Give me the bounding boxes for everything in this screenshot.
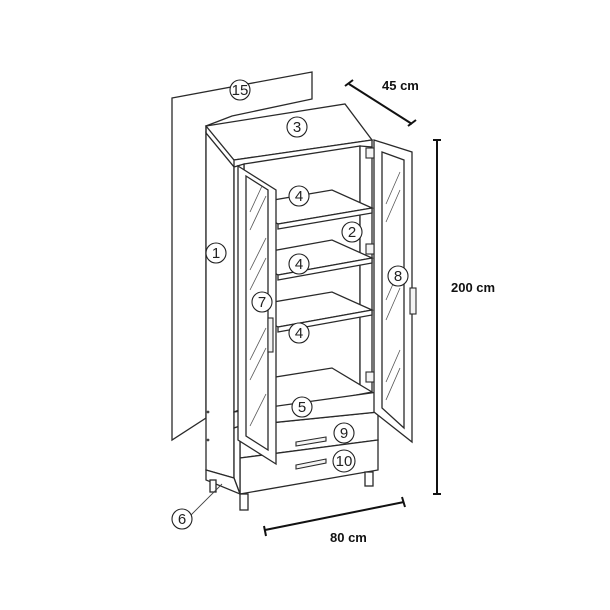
callout-4-top: 4 bbox=[288, 185, 310, 207]
foot-front-left bbox=[239, 493, 249, 511]
left-door-glass bbox=[245, 174, 269, 452]
height-label: 200 cm bbox=[451, 280, 495, 295]
callout-9: 9 bbox=[333, 422, 355, 444]
depth-label: 45 cm bbox=[382, 78, 419, 93]
foot-back-left bbox=[209, 479, 217, 493]
callout-15: 15 bbox=[229, 79, 251, 101]
svg-text:5: 5 bbox=[298, 399, 306, 416]
callout-6: 6 bbox=[171, 508, 193, 530]
svg-text:9: 9 bbox=[340, 425, 348, 442]
callout-3: 3 bbox=[286, 116, 308, 138]
callout-4-middle: 4 bbox=[288, 253, 310, 275]
callout-7: 7 bbox=[251, 291, 273, 313]
svg-text:7: 7 bbox=[258, 294, 266, 311]
svg-text:4: 4 bbox=[295, 188, 303, 205]
drawer-handle-lower bbox=[295, 458, 327, 470]
width-label: 80 cm bbox=[330, 530, 367, 545]
callout-2: 2 bbox=[341, 221, 363, 243]
svg-text:4: 4 bbox=[295, 325, 303, 342]
svg-text:8: 8 bbox=[394, 268, 402, 285]
callout-5: 5 bbox=[291, 396, 313, 418]
callout-10: 10 bbox=[332, 449, 356, 473]
svg-text:1: 1 bbox=[212, 245, 220, 262]
svg-text:3: 3 bbox=[293, 119, 301, 136]
drawer-handle-upper bbox=[295, 436, 327, 447]
back-panel bbox=[171, 71, 313, 442]
svg-text:15: 15 bbox=[232, 82, 249, 99]
svg-text:2: 2 bbox=[348, 224, 356, 241]
left-side-panel bbox=[205, 131, 235, 479]
foot-front-right bbox=[364, 471, 374, 487]
callout-4-lower: 4 bbox=[288, 322, 310, 344]
right-door-handle bbox=[409, 287, 417, 315]
interior-right-wall bbox=[359, 145, 373, 406]
left-door-handle bbox=[267, 317, 274, 353]
hinge-icons bbox=[365, 147, 375, 383]
depth-dimension-line bbox=[348, 83, 413, 125]
svg-text:10: 10 bbox=[336, 453, 353, 470]
right-door-glass bbox=[381, 151, 405, 430]
svg-text:6: 6 bbox=[178, 511, 186, 528]
callout-8: 8 bbox=[387, 265, 409, 287]
callout-1: 1 bbox=[205, 242, 227, 264]
width-dimension-line bbox=[264, 501, 405, 531]
svg-text:4: 4 bbox=[295, 256, 303, 273]
